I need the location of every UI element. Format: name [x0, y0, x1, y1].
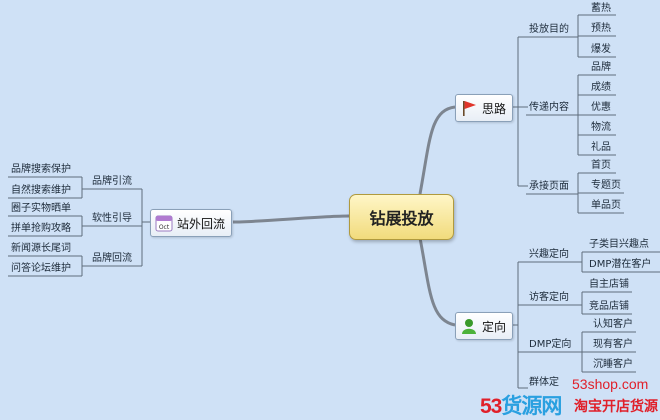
calendar-icon-text: Oct [159, 224, 170, 231]
leaf-item[interactable]: DMP潜在客户 [589, 259, 652, 270]
group-label[interactable]: DMP定向 [529, 339, 572, 350]
group-label[interactable]: 品牌引流 [92, 176, 132, 187]
group-label[interactable]: 传递内容 [529, 102, 569, 113]
topic-dingxiang[interactable]: 定向 [455, 312, 514, 340]
topic-silu-label: 思路 [482, 101, 507, 116]
group-label[interactable]: 兴趣定向 [529, 249, 569, 260]
site-watermark: 53shop.com 53货源网 淘宝开店货源 [478, 374, 660, 420]
leaf-item[interactable]: 礼品 [591, 142, 611, 153]
watermark-brand-name: 货源网 [501, 395, 562, 418]
leaf-item[interactable]: 沉睡客户 [593, 359, 633, 370]
group-label[interactable]: 投放目的 [529, 24, 569, 35]
central-topic[interactable]: 钻展投放 [349, 194, 454, 240]
leaf-item[interactable]: 首页 [591, 160, 611, 171]
leaf-item[interactable]: 竞品店铺 [589, 301, 629, 312]
leaf-item[interactable]: 优惠 [591, 102, 611, 113]
watermark-brand-number: 53 [480, 395, 502, 418]
leaf-item[interactable]: 新闻源长尾词 [11, 243, 71, 254]
topic-zhanwai[interactable]: Oct 站外回流 [150, 209, 233, 237]
leaf-item[interactable]: 认知客户 [593, 319, 633, 330]
group-label[interactable]: 品牌回流 [92, 253, 132, 264]
watermark-url: 53shop.com [572, 376, 649, 392]
leaf-item[interactable]: 品牌搜索保护 [11, 164, 71, 175]
leaf-item[interactable]: 自主店铺 [589, 279, 629, 290]
leaf-item[interactable]: 圈子实物晒单 [11, 203, 71, 214]
leaf-item[interactable]: 现有客户 [593, 339, 633, 350]
leaf-item[interactable]: 单品页 [591, 200, 621, 211]
group-label[interactable]: 群体定 [529, 377, 559, 388]
watermark-slogan: 淘宝开店货源 [574, 399, 658, 415]
leaf-item[interactable]: 问答论坛维护 [11, 263, 71, 274]
leaf-item[interactable]: 子类目兴趣点 [589, 239, 649, 250]
leaf-item[interactable]: 自然搜索维护 [11, 185, 71, 196]
leaf-item[interactable]: 品牌 [591, 62, 611, 73]
leaf-item[interactable]: 物流 [591, 122, 611, 133]
calendar-icon: Oct [155, 214, 173, 232]
group-label[interactable]: 承接页面 [529, 181, 569, 192]
leaf-item[interactable]: 专题页 [591, 180, 621, 191]
watermark-brand: 53货源网 [480, 390, 562, 420]
leaf-item[interactable]: 拼单抢购攻略 [11, 223, 71, 234]
topic-silu[interactable]: 思路 [455, 94, 514, 122]
leaf-item[interactable]: 爆发 [591, 44, 611, 55]
topic-zhanwai-label: 站外回流 [177, 216, 226, 231]
leaf-item[interactable]: 预热 [591, 23, 611, 34]
topic-dingxiang-label: 定向 [482, 319, 507, 334]
group-label[interactable]: 访客定向 [529, 292, 569, 303]
red-flag-icon [460, 99, 478, 117]
person-icon [460, 317, 478, 335]
leaf-item[interactable]: 蓄热 [591, 3, 611, 14]
leaf-item[interactable]: 成绩 [591, 82, 611, 93]
group-label[interactable]: 软性引导 [92, 213, 132, 224]
